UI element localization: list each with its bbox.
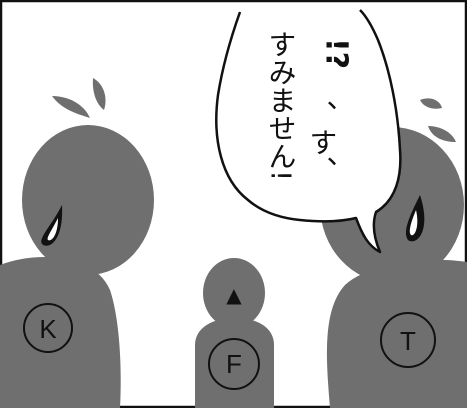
sweat-mark-icon [428,126,456,142]
sweat-mark-icon [52,96,90,118]
speech-text-col1: !? [319,38,354,69]
sweat-mark-icon [92,78,106,110]
speech-text-col3: すみません! [265,30,298,181]
character-k-head [22,125,154,275]
sweat-drop-highlight [409,210,418,236]
character-label-circle [23,303,73,353]
character-label-k: K [39,314,57,344]
character-t-body [326,259,467,408]
character-label-circle [380,312,436,368]
triangle-mark-icon: ▲ [226,283,242,307]
character-k-body [0,257,121,408]
sweat-drop-highlight [47,218,58,241]
character-label-circle [208,338,260,390]
speech-text: !? 、す、 すみません! [265,30,354,184]
character-f [195,258,274,408]
sweat-mark-icon [420,98,442,109]
character-k [0,78,154,408]
character-f-body [195,318,274,408]
character-label-t: T [400,326,416,356]
character-f-head [203,258,265,328]
character-label-f: F [226,349,242,379]
sweat-drop-icon [41,205,63,246]
speech-text-col2: 、す、 [306,100,339,184]
speech-bubble [215,9,402,254]
